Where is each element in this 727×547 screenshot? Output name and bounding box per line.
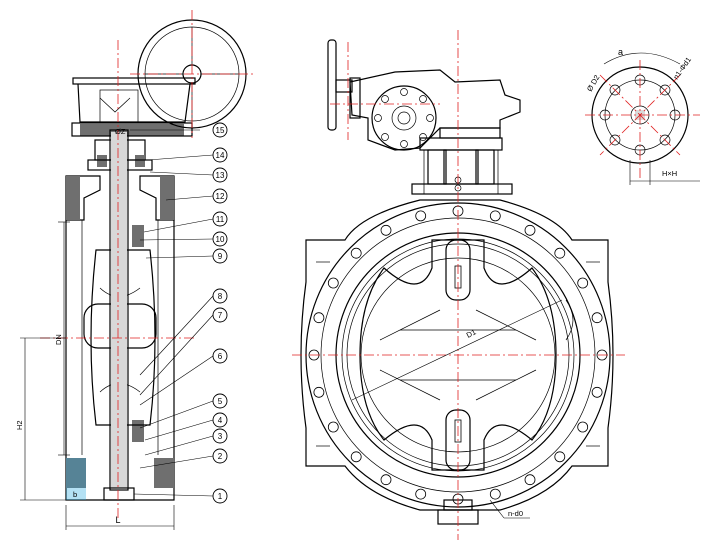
callout-number: 8 [218,292,223,301]
bolt-hole [577,421,589,433]
nd0-label: n-d0 [508,509,523,518]
left-dimensions: DN H2 L b ØZ [15,127,175,530]
bolt-hole [380,474,392,486]
callout-12: 12 [212,188,228,204]
gearbox-cover [371,85,437,151]
bolt-hole [415,488,427,500]
callout-number: 2 [218,452,223,461]
bolt-hole [350,247,362,259]
callout-11: 11 [212,211,228,227]
d1-label: D1 [465,327,478,339]
callout-number: 5 [218,397,223,406]
handwheel-edge [327,39,337,131]
callout-balloons [130,129,214,497]
yoke [411,137,513,195]
callout-number: 14 [216,151,225,160]
h2-label: H2 [15,420,24,430]
callout-number: 3 [218,432,223,441]
gearbox-top-plate [72,77,196,85]
b-label: b [73,490,77,499]
bolt-hole [554,451,566,463]
bolt-hole [350,451,362,463]
disc-section [90,249,156,426]
bolt-hole [313,386,325,398]
stem [109,129,129,491]
a-label: a [618,47,623,57]
callout-15: 15 [212,122,228,138]
callout-number: 9 [218,252,223,261]
bolt-hole [524,474,536,486]
gearbox-front [327,39,521,151]
bolt-hole [380,224,392,236]
callout-9: 9 [212,248,228,264]
callout-10: 10 [212,231,228,247]
bolt-hole [577,277,589,289]
callout-number: 13 [216,171,225,180]
callout-number: 7 [218,311,223,320]
callout-number: 12 [216,192,225,201]
bolt-hole [591,312,603,324]
callout-1: 1 [212,488,228,504]
bolt-hole [524,224,536,236]
bolt-hole [327,421,339,433]
callout-8: 8 [212,288,228,304]
section-view [40,40,196,520]
bolt-hole [313,312,325,324]
bolt-hole [415,210,427,222]
callout-13: 13 [212,167,228,183]
callout-number: 4 [218,416,223,425]
handwheel-side [130,10,255,138]
z-label: ØZ [115,127,126,136]
callout-number: 1 [218,492,223,501]
l-label: L [115,515,120,525]
bolt-hole [489,488,501,500]
callout-number: 11 [216,215,225,224]
bolt-hole [591,386,603,398]
n1d1-label: n1-Φd1 [671,55,693,81]
callout-number: 6 [218,352,223,361]
callout-14: 14 [212,147,228,163]
top-flange-detail: a Ø D2 n1-Φd1 H×H [585,47,700,185]
callout-4: 4 [212,412,228,428]
dn-label: DN [54,334,63,345]
callout-6: 6 [212,348,228,364]
bolt-hole [327,277,339,289]
b-highlight [66,458,86,500]
callout-number: 10 [216,235,225,244]
bolt-hole [489,210,501,222]
bolt-hole [554,247,566,259]
hxh-label: H×H [662,169,677,178]
callout-7: 7 [212,307,228,323]
callout-number: 15 [216,126,225,135]
callout-5: 5 [212,393,228,409]
callout-2: 2 [212,448,228,464]
callout-3: 3 [212,428,228,444]
front-view: D1 n-d0 [292,30,625,540]
